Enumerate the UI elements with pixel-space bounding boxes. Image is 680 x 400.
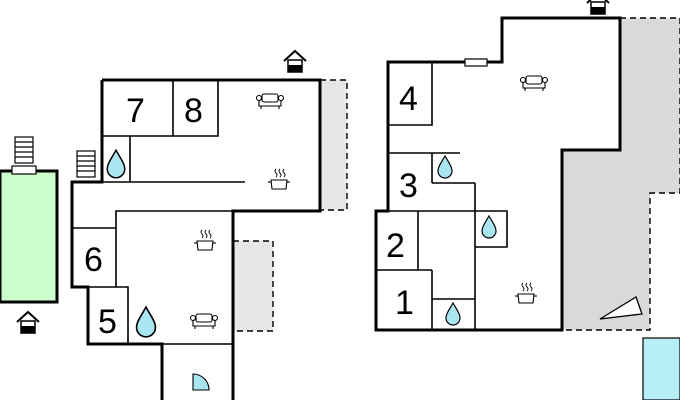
house-entrance-icon <box>283 50 307 73</box>
room-number: 2 <box>386 227 405 265</box>
house-entrance-icon <box>586 0 610 15</box>
room-number: 7 <box>126 92 145 130</box>
sofa-icon <box>189 313 219 330</box>
left-building <box>70 78 322 400</box>
sofa-icon <box>255 93 285 110</box>
shower-icon <box>192 373 210 391</box>
water-drop-icon <box>437 155 453 179</box>
right-building <box>374 16 622 332</box>
water-drop-icon <box>135 306 157 338</box>
cooking-pot-icon <box>267 168 291 190</box>
house-entrance-icon <box>16 311 40 334</box>
room-number: 5 <box>98 303 117 341</box>
outdoor-shower-tray <box>642 337 680 400</box>
room-number: 6 <box>84 241 103 279</box>
terrace-left-upper <box>319 79 348 211</box>
room-number: 1 <box>395 284 414 322</box>
cooking-pot-icon <box>193 229 217 251</box>
stairs-icon <box>76 150 96 178</box>
terrace-left-lower <box>232 240 274 332</box>
pool-area <box>0 165 59 304</box>
room-number: 3 <box>399 167 418 205</box>
triangle-marker <box>599 296 643 320</box>
room-number: 4 <box>399 80 418 118</box>
sofa-icon <box>519 75 549 92</box>
room-number: 8 <box>184 92 203 130</box>
water-drop-icon <box>481 215 497 239</box>
water-drop-icon <box>106 149 126 179</box>
stairs-icon <box>14 136 34 164</box>
water-drop-icon <box>445 302 461 326</box>
terrace-right <box>561 17 680 331</box>
cooking-pot-icon <box>514 282 538 304</box>
